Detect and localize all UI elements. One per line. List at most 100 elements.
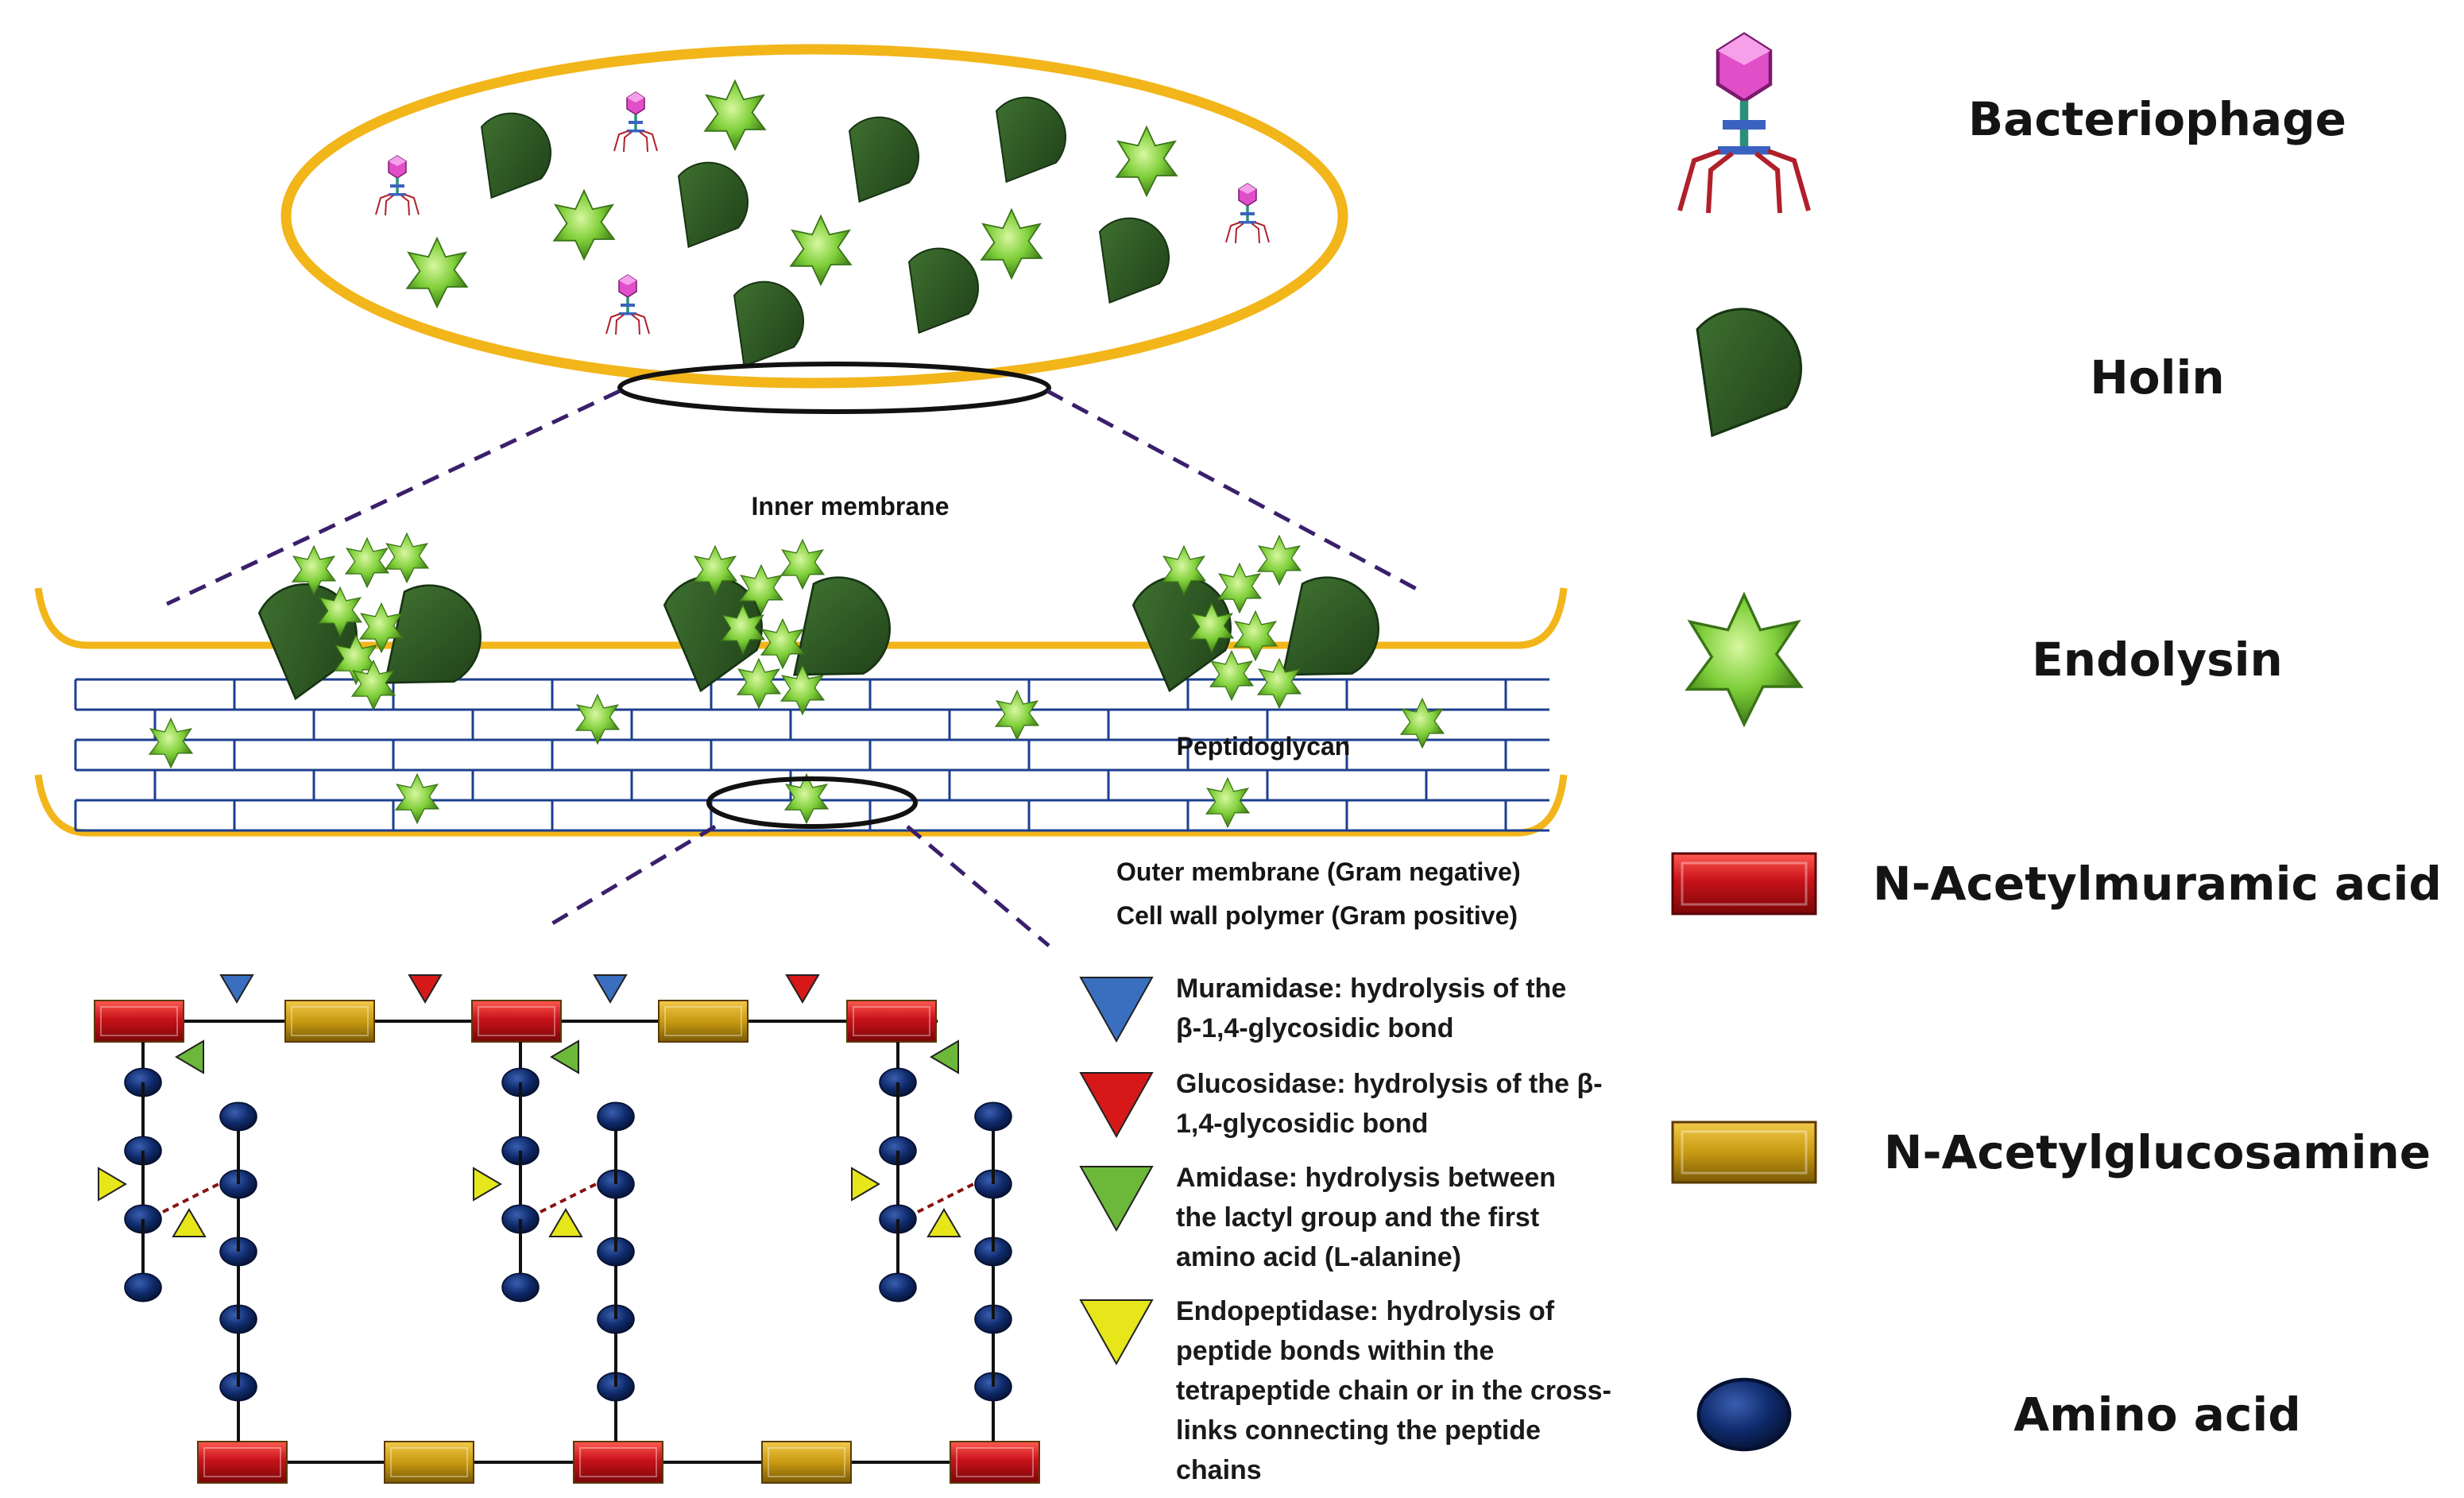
nam-block-icon: [197, 1441, 288, 1484]
amino-acid-icon: [597, 1101, 635, 1132]
enzyme-description-line: Muramidase: hydrolysis of the: [1176, 974, 1566, 1004]
glucosidase-cut-icon: [785, 974, 820, 1004]
inner-membrane-label: Inner membrane: [752, 492, 950, 521]
holin-icon: [732, 276, 810, 367]
cell-membrane-ellipse: [280, 44, 1348, 389]
nag-block-icon-bevel: [291, 1006, 369, 1036]
nam-block-icon: [846, 1000, 937, 1043]
legend-label: Endolysin: [2032, 633, 2283, 687]
holin-icon: [479, 107, 557, 199]
nam-block-bevel: [1681, 861, 1808, 906]
endolysin-star-icon: [1205, 777, 1250, 828]
bacteriophage-icon: [613, 91, 659, 153]
amino-acid-icon: [219, 1101, 257, 1132]
enzyme-triangle-icon: [1079, 1166, 1154, 1233]
nag-block-icon: [658, 1000, 748, 1043]
cross-link: [162, 1183, 219, 1213]
legend-label: Bacteriophage: [1968, 92, 2346, 146]
endolysin-star-icon: [737, 658, 781, 709]
nag-block-icon: [284, 1000, 375, 1043]
muramidase-cut-icon: [593, 974, 628, 1004]
enzyme-description-line: Endopeptidase: hydrolysis of: [1176, 1296, 1555, 1326]
legend-label: Amino acid: [2013, 1388, 2300, 1442]
glucosidase-cut-icon: [408, 974, 443, 1004]
bacteriophage-icon: [1680, 34, 1808, 213]
endolysin-star-icon: [981, 208, 1042, 280]
nam-block-icon-bevel: [853, 1006, 930, 1036]
endolysin-star-icon: [1116, 126, 1178, 197]
endopeptidase-cut-icon: [98, 1167, 127, 1202]
endolysin-star-icon: [395, 773, 439, 824]
endolysin-star-icon: [995, 690, 1039, 741]
legend-label: N-Acetylglucosamine: [1884, 1125, 2431, 1179]
legend-label: Holin: [2090, 350, 2224, 404]
nam-block-icon-bevel: [100, 1006, 178, 1036]
amino-acid-icon: [124, 1272, 162, 1303]
enzyme-description-line: Amidase: hydrolysis between: [1176, 1163, 1556, 1193]
endopeptidase-cut-icon: [172, 1208, 207, 1237]
endopeptidase-cut-icon: [473, 1167, 502, 1202]
nag-block-icon: [1671, 1121, 1817, 1184]
holin-icon: [1693, 300, 1811, 437]
bacteriophage-icon: [1224, 182, 1271, 245]
endolysin-star-icon: [704, 79, 766, 151]
enzyme-description-line: 1,4-glycosidic bond: [1176, 1109, 1428, 1139]
nag-block-icon-bevel: [664, 1006, 742, 1036]
peptidoglycan-layer: [74, 678, 1549, 832]
endopeptidase-cut-icon: [851, 1167, 880, 1202]
zoom-region-ellipse-2: [706, 776, 918, 829]
cell-envelope: Inner membrane Peptidoglycan: [34, 492, 1568, 837]
peptidoglycan-structure: [94, 974, 1040, 1484]
endolysin-star-icon: [1233, 610, 1278, 661]
endolysin-star-icon: [575, 694, 620, 745]
amino-acid-icon: [501, 1272, 540, 1303]
enzyme-triangle-icon: [1079, 1072, 1154, 1139]
amino-acid-icon: [1699, 1380, 1789, 1450]
nam-block-icon-bevel: [203, 1447, 281, 1477]
nag-block-icon: [761, 1441, 852, 1484]
holin-icon: [1097, 212, 1175, 304]
cross-link: [917, 1183, 974, 1213]
cell-wall-polymer-label: Cell wall polymer (Gram positive): [1116, 901, 1518, 930]
enzyme-description-line: tetrapeptide chain or in the cross-: [1176, 1376, 1611, 1406]
zoom-region-ellipse: [617, 362, 1051, 414]
nam-block-icon: [94, 1000, 184, 1043]
holin-icon: [907, 242, 984, 334]
amidase-cut-icon: [930, 1039, 959, 1074]
endolysin-star-icon: [345, 537, 389, 588]
nag-block-bevel: [1681, 1130, 1808, 1175]
bacteriophage-icon: [374, 154, 420, 217]
endolysin-star-icon: [385, 532, 429, 583]
endolysin-star-icon: [1257, 535, 1302, 586]
nam-block-icon: [573, 1441, 663, 1484]
component-legend: BacteriophageHolinEndolysinN-Acetylmuram…: [1671, 34, 2442, 1450]
zoom-dashed-line-left: [165, 389, 621, 606]
endopeptidase-cut-icon: [926, 1208, 961, 1237]
zoom-dashed-line-right-2: [906, 825, 1050, 947]
peptidoglycan-label: Peptidoglycan: [1177, 732, 1351, 761]
nam-block-icon-bevel: [478, 1006, 555, 1036]
legend-label: N-Acetylmuramic acid: [1873, 857, 2442, 911]
nag-block-icon: [384, 1441, 474, 1484]
nag-block-icon-bevel: [390, 1447, 468, 1477]
zoom-dashed-line-right: [1046, 389, 1424, 594]
amino-acid-icon: [974, 1101, 1012, 1132]
nam-block-icon: [1671, 852, 1817, 915]
outer-membrane-line: [34, 774, 1568, 837]
muramidase-cut-icon: [219, 974, 254, 1004]
nam-block-icon-bevel: [956, 1447, 1034, 1477]
endolysin-star-icon: [1209, 650, 1254, 701]
enzyme-description-line: β-1,4-glycosidic bond: [1176, 1013, 1453, 1043]
holin-icon: [847, 111, 925, 203]
amidase-cut-icon: [175, 1039, 204, 1074]
enzyme-triangle-icon: [1079, 977, 1154, 1043]
holin-icon: [994, 91, 1072, 183]
endolysin-star-icon: [790, 215, 852, 286]
enzyme-description-line: chains: [1176, 1455, 1262, 1485]
enzyme-legend: Muramidase: hydrolysis of the β-1,4-glyco…: [1079, 974, 1611, 1485]
enzyme-description-line: peptide bonds within the: [1176, 1336, 1494, 1366]
amino-acid-icon: [879, 1272, 917, 1303]
enzyme-description-line: links connecting the peptide: [1176, 1415, 1541, 1446]
bacteriophage-icon: [605, 273, 651, 336]
